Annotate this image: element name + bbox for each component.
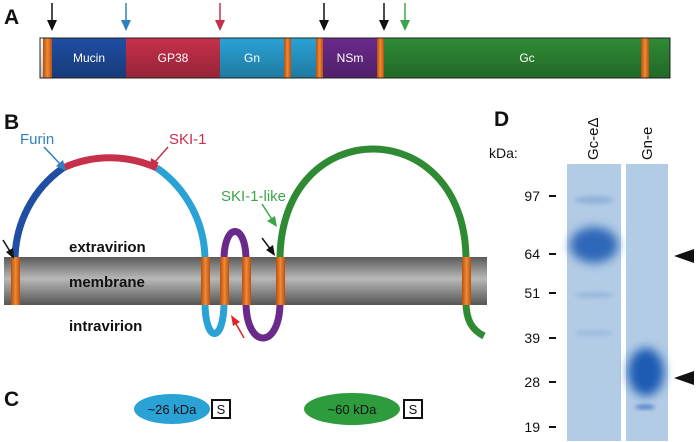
ski1-site-arrow (150, 146, 169, 169)
transmembrane-domains (11, 257, 471, 305)
intravirion-label: intravirion (69, 318, 142, 335)
gc-product: ~60 kDa S (304, 393, 423, 425)
cleavage-arrows (47, 3, 410, 31)
gc-ectodomain-loop (276, 145, 470, 261)
signal-peptidase-site-arrow (2, 239, 14, 259)
gn-ectodomain-loop (11, 154, 209, 261)
gc-product-label: ~60 kDa (328, 402, 378, 417)
kda-unit-label: kDa: (489, 145, 518, 161)
tm-domain (242, 257, 251, 305)
mucin-label: Mucin (73, 51, 105, 65)
furin-arrow (121, 3, 131, 31)
panel-b-letter: B (4, 111, 19, 134)
gel-lane-gn-e (626, 164, 668, 441)
gc-label: Gc (519, 51, 534, 65)
tm-domain (201, 257, 210, 305)
gel-lane-gc-e-delta (567, 164, 621, 441)
tm-domain (316, 38, 323, 78)
membrane-label: membrane (69, 274, 145, 291)
nsm-label: NSm (337, 51, 364, 65)
mw-label: 28 (524, 374, 540, 390)
signal-peptidase-arrow (47, 3, 57, 31)
gn-product-tag: S (217, 402, 226, 417)
ski1-like-site-arrow (261, 203, 277, 227)
gn-e-minor-band (635, 405, 655, 409)
gc-e-delta-band (570, 227, 618, 263)
ski1-like-arrow (400, 3, 410, 31)
panel-d-letter: D (494, 108, 509, 131)
tm-domain (11, 257, 20, 305)
gn-label: Gn (244, 51, 260, 65)
panel-a-letter: A (4, 6, 19, 29)
tm-domain (43, 38, 52, 78)
signal-peptidase-site-arrow (261, 237, 275, 256)
panel-c-letter: C (4, 388, 19, 411)
mw-label: 39 (524, 330, 540, 346)
extravirion-label: extravirion (69, 239, 146, 256)
tm-domain (284, 38, 291, 78)
ski1-like-label: SKI-1-like (221, 188, 286, 205)
mw-label: 64 (524, 246, 540, 262)
lane-label-gc-e-delta: Gc-eΔ (585, 117, 602, 160)
ski1-label: SKI-1 (169, 131, 207, 148)
tm-domain (462, 257, 471, 305)
nsm-upper-loop (220, 228, 250, 261)
tm-domain (377, 38, 384, 78)
furin-site-arrow (43, 146, 66, 171)
mw-label: 51 (524, 285, 540, 301)
nsm-cytoplasmic-loop (242, 301, 284, 342)
gc-e-delta-band-arrowhead (674, 249, 694, 263)
mw-label: 19 (524, 419, 540, 435)
tm-domain (220, 257, 229, 305)
gn-product-label: ~26 kDa (148, 402, 198, 417)
gn-product: ~26 kDa S (134, 394, 231, 424)
gc-cytoplasmic-tail (462, 301, 486, 340)
gp38-label: GP38 (158, 51, 189, 65)
signal-peptidase-arrow (319, 3, 329, 31)
precursor-bar: Mucin GP38 Gn NSm Gc (39, 37, 671, 79)
furin-label: Furin (20, 131, 54, 148)
lane-label-gn-e: Gn-e (639, 127, 656, 160)
mw-label: 97 (524, 188, 540, 204)
tm-domain (276, 257, 285, 305)
gn-e-band (628, 348, 664, 396)
gn-cytoplasmic-tail (201, 301, 228, 337)
gc-product-tag: S (409, 402, 418, 417)
gn-e-band-arrowhead (674, 371, 694, 385)
signal-peptidase-site-arrow-red (231, 315, 245, 339)
mw-markers: 97 64 51 39 28 19 (524, 188, 556, 435)
signal-peptidase-arrow (379, 3, 389, 31)
tm-domain (641, 38, 649, 78)
ski1-arrow (215, 3, 225, 31)
